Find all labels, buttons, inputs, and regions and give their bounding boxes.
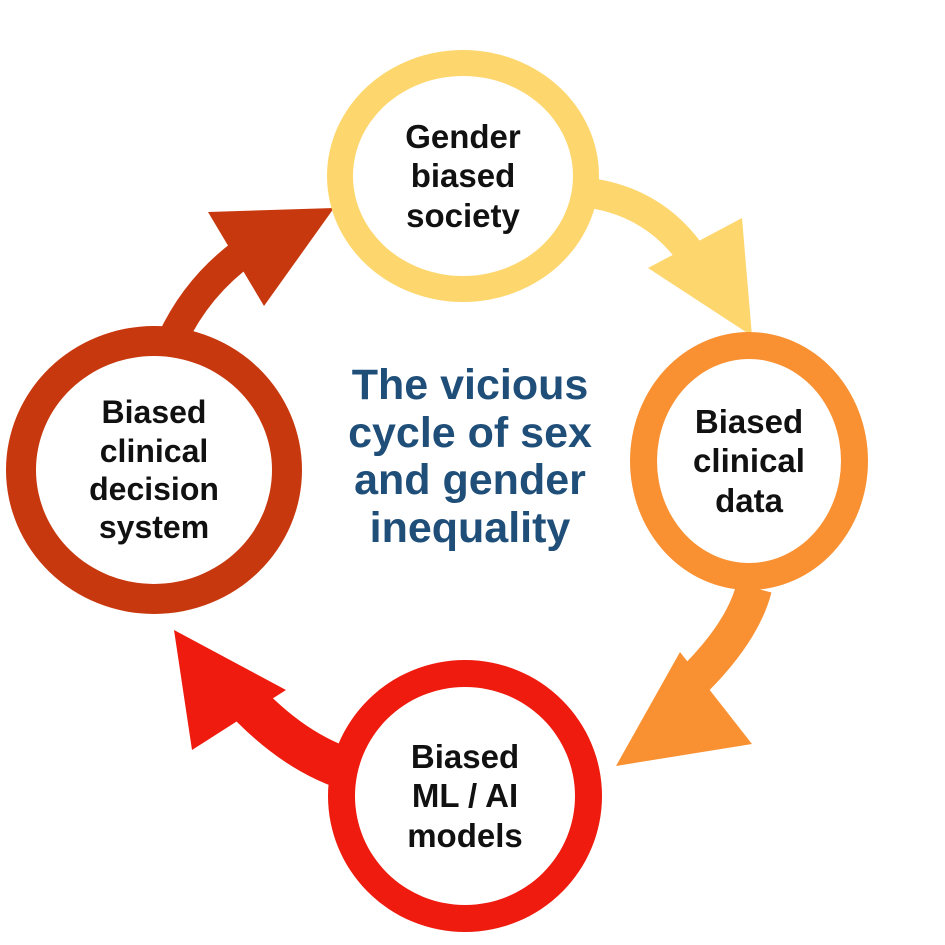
node-label-line: models — [407, 816, 523, 854]
node-label-line: data — [715, 481, 783, 519]
title-line: and gender — [354, 456, 586, 505]
node-label-line: biased — [410, 157, 516, 195]
node-gender-biased-society: Gender biased society — [327, 50, 599, 302]
title-line: inequality — [369, 504, 571, 553]
node-label-line: Biased — [694, 402, 804, 440]
arrow-head-society-to-data — [648, 218, 752, 336]
node-label-line: Biased — [101, 394, 207, 431]
diagram-title: The vicious cycle of sex and gender ineq… — [300, 361, 640, 553]
node-label-line: clinical — [99, 432, 209, 469]
node-label-line: decision — [89, 471, 219, 507]
title-line: The vicious — [351, 361, 589, 409]
node-biased-clinical-data: Biased clinical data — [630, 332, 868, 590]
node-label-line: Gender — [405, 117, 521, 155]
node-label-line: Biased — [410, 737, 520, 775]
node-label-line: ML / AI — [411, 777, 519, 815]
arrow-head-data-to-models — [616, 652, 752, 766]
node-biased-ml-ai-models: Biased ML / AI models — [328, 660, 602, 932]
node-label-line: system — [98, 509, 210, 546]
node-biased-clinical-decision-system: Biased clinical decision system — [6, 326, 302, 614]
title-line: cycle of sex — [348, 408, 592, 457]
arrow-head-models-to-decision — [174, 630, 286, 750]
arrow-head-decision-to-society — [208, 208, 334, 306]
node-label-line: clinical — [693, 442, 805, 480]
node-label-line: society — [406, 196, 520, 234]
